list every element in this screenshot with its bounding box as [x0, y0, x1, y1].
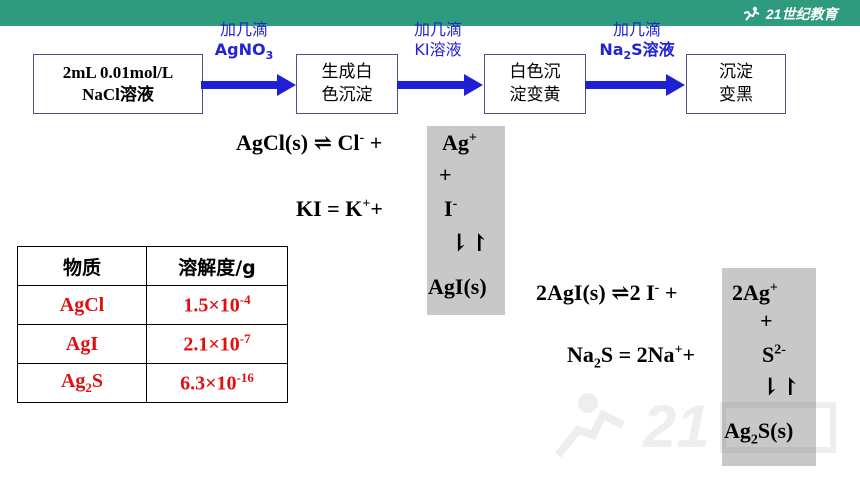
solubility-exponent: -16: [236, 370, 254, 386]
sulfide-ion: S2-: [762, 342, 786, 368]
ag-ion: Ag+: [442, 130, 477, 156]
step1-label-sub: 3: [265, 49, 274, 63]
sulfide-ion-charge: 2-: [774, 342, 786, 358]
substance-subscript: 2: [85, 380, 92, 395]
agi-eq-plus: +: [659, 280, 678, 305]
ag2s-product-sub: 2: [750, 432, 758, 448]
solubility-exponent: -4: [239, 292, 251, 308]
na2s-eq-na-charge: +: [674, 342, 683, 358]
step3-label-sub: 2: [623, 49, 632, 63]
two-ag-ion-charge: +: [769, 280, 778, 296]
agcl-eq-plus: +: [364, 130, 383, 155]
agi-eq-left: 2AgI(s) ⇌2 I: [536, 280, 655, 305]
solubility-exponent: -7: [239, 331, 251, 347]
runner-icon: [743, 6, 760, 21]
box4-line2: 变黑: [719, 85, 753, 105]
ag-ion-charge: +: [468, 130, 477, 146]
solubility-cell: 1.5×10-4: [146, 285, 288, 325]
substance-cell: AgI: [17, 324, 147, 364]
box2-line2: 色沉淀: [321, 85, 373, 105]
sulfide-ion-text: S: [762, 342, 775, 367]
solubility-cell: 6.3×10-16: [146, 363, 288, 403]
na2s-eq-mid: S = 2Na: [600, 342, 675, 367]
agi-eq-i-charge: -: [654, 280, 660, 296]
step3-label-pre: Na: [599, 40, 624, 59]
box2-line1: 生成白: [321, 62, 373, 82]
ag2s-product: Ag2S(s): [724, 418, 793, 448]
agi-equilibrium: 2AgI(s) ⇌2 I- +: [536, 280, 677, 306]
ki-equation: KI = K++: [296, 196, 383, 222]
table-header-row: 物质 溶解度/g: [17, 246, 288, 286]
ag2s-highlight: [722, 268, 816, 466]
equilibrium-arrow-1: ⇂↾: [449, 231, 490, 257]
two-ag-ion-text: 2Ag: [732, 280, 770, 305]
solubility-cell: 2.1×10-7: [146, 324, 288, 364]
agcl-equilibrium: AgCl(s) ⇌ Cl- +: [236, 130, 382, 156]
step2-label-reagent: KI溶液: [414, 40, 462, 59]
ag-ion-highlight: [427, 126, 505, 315]
step3-label: 加几滴 Na2S溶液: [588, 20, 686, 66]
ki-eq-plus: +: [370, 196, 383, 221]
substance-cell: Ag2S: [17, 363, 147, 403]
solubility-mantissa: 6.3×10: [180, 372, 237, 395]
start-box-line1: 2mL 0.01mol/L: [62, 63, 174, 82]
table-row: Ag2S 6.3×10-16: [17, 363, 288, 403]
ki-eq-left: KI = K: [296, 196, 363, 221]
header-bar: 21世纪教育: [0, 0, 860, 26]
plus-sign-1: +: [439, 162, 452, 187]
iodide-ion-text: I: [444, 196, 453, 221]
step1-label-line1: 加几滴: [219, 20, 268, 39]
header-substance: 物质: [17, 246, 147, 286]
agi-product: AgI(s): [428, 274, 487, 299]
start-solution-box: 2mL 0.01mol/L NaCl溶液: [33, 54, 203, 114]
step3-label-line1: 加几滴: [612, 20, 661, 39]
box3-line1: 白色沉: [509, 62, 561, 82]
step1-label-reagent: AgNO: [214, 40, 266, 59]
step2-label-line1: 加几滴: [413, 20, 462, 39]
iodide-ion-charge: -: [452, 196, 458, 212]
ag-ion-text: Ag: [442, 130, 469, 155]
solubility-table: 物质 溶解度/g AgCl 1.5×10-4 AgI 2.1×10-7 Ag2S…: [17, 246, 288, 403]
substance-name: Ag: [60, 370, 86, 392]
step3-arrow: [585, 74, 685, 96]
solubility-mantissa: 2.1×10: [183, 333, 240, 356]
yellow-precipitate-box: 白色沉淀变黄: [484, 54, 586, 114]
box3-line2: 淀变黄: [509, 85, 561, 105]
table-row: AgCl 1.5×10-4: [17, 285, 288, 325]
plus-sign-2: +: [760, 308, 773, 333]
na2s-eq-pre: Na: [567, 342, 594, 367]
ki-eq-k-charge: +: [362, 196, 371, 212]
white-precipitate-box: 生成白色沉淀: [296, 54, 398, 114]
two-ag-ion: 2Ag+: [732, 280, 778, 306]
svg-text:21: 21: [642, 393, 710, 460]
step2-label: 加几滴 KI溶液: [398, 20, 478, 60]
equilibrium-arrow-2: ⇂↾: [760, 375, 801, 401]
box4-line1: 沉淀: [719, 62, 753, 82]
step1-label: 加几滴 AgNO3: [204, 20, 284, 66]
na2s-equation: Na2S = 2Na++: [567, 342, 695, 372]
table-row: AgI 2.1×10-7: [17, 324, 288, 364]
substance-name: AgCl: [59, 293, 105, 316]
iodide-ion: I-: [444, 196, 457, 222]
solubility-mantissa: 1.5×10: [183, 294, 240, 317]
black-precipitate-box: 沉淀变黑: [686, 54, 786, 114]
ag2s-product-pre: Ag: [724, 418, 751, 443]
watermark-logo: 21: [554, 393, 836, 460]
agcl-eq-left: AgCl(s) ⇌ Cl: [236, 130, 360, 155]
start-box-line2: NaCl溶液: [82, 85, 154, 104]
na2s-eq-plus: +: [682, 342, 696, 367]
step2-arrow: [397, 74, 483, 96]
brand-logo-text: 21世纪教育: [765, 6, 838, 22]
ag2s-product-post: S(s): [757, 418, 794, 443]
step1-arrow: [201, 74, 296, 96]
na2s-eq-sub: 2: [593, 356, 601, 372]
step3-label-post: S溶液: [631, 40, 675, 59]
brand-logo: 21世纪教育: [742, 4, 837, 22]
substance-cell: AgCl: [17, 285, 147, 325]
header-solubility: 溶解度/g: [146, 246, 288, 286]
agcl-eq-cl-charge: -: [359, 130, 365, 146]
substance-name: AgI: [65, 332, 99, 355]
substance-name-post: S: [91, 370, 104, 392]
